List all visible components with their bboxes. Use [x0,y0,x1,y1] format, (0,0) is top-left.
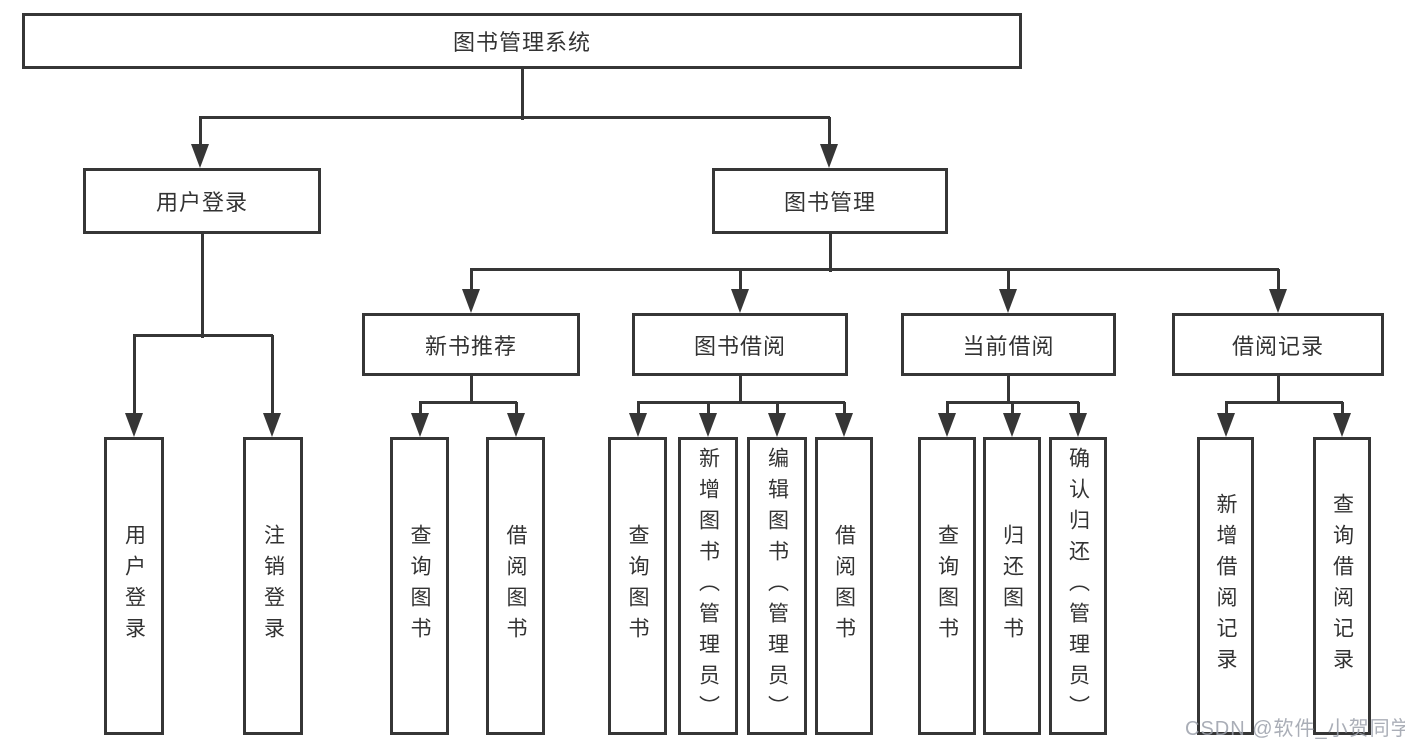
connector-line [706,402,710,420]
arrowhead-down [1217,413,1235,437]
node-label: 图书借阅 [693,333,786,359]
leaf-label: 查询借阅记录 [1330,493,1354,679]
leaf-query-borrow-record: 查询借阅记录 [1313,437,1371,735]
arrowhead-down [191,144,209,168]
connector-line [637,400,845,404]
arrowhead-down [125,413,143,437]
connector-line [270,335,274,420]
leaf-add-books-admin: 新增图书（管理员） [678,437,738,735]
arrowhead-down [938,413,956,437]
connector-line [775,402,779,420]
csdn-watermark: CSDN @软件_小贺同学 [1185,718,1405,740]
connector-line [828,233,832,272]
connector-line [945,402,949,420]
node-label: 当前借阅 [962,333,1055,359]
leaf-label: 归还图书 [1000,524,1024,648]
arrowhead-down [1003,413,1021,437]
leaf-label: 注销登录 [261,524,285,648]
leaf-label: 用户登录 [122,524,146,648]
node-new-book-recommend: 新书推荐 [362,313,580,376]
leaf-label: 编辑图书（管理员） [765,446,789,726]
arrowhead-down [629,413,647,437]
connector-line [470,267,1279,271]
connector-line [842,402,846,420]
connector-line [1224,402,1228,420]
node-current-borrowing: 当前借阅 [901,313,1116,376]
arrowhead-down [263,413,281,437]
connector-line [469,375,473,404]
connector-line [132,335,136,420]
node-label: 借阅记录 [1231,333,1324,359]
connector-line [520,69,524,120]
connector-line [514,402,518,420]
arrowhead-down [699,413,717,437]
connector-line [738,375,742,404]
connector-line [198,117,202,150]
node-label: 图书管理系统 [452,30,591,55]
connector-line [419,400,517,404]
node-book-management: 图书管理 [712,168,948,234]
node-library-management-system: 图书管理系统 [22,13,1022,69]
node-user-login: 用户登录 [83,168,321,234]
leaf-query-books-recommend: 查询图书 [390,437,449,735]
connector-line [1006,375,1010,404]
node-label: 新书推荐 [424,333,517,359]
connector-line [636,402,640,420]
arrowhead-down [1069,413,1087,437]
leaf-query-books-borrowing: 查询图书 [608,437,667,735]
leaf-user-login: 用户登录 [104,437,164,735]
leaf-label: 查询图书 [626,524,649,648]
connector-line [133,333,273,337]
connector-line [1340,402,1344,420]
connector-line [1225,400,1343,404]
leaf-borrow-books-recommend: 借阅图书 [486,437,545,735]
connector-line [1276,375,1280,404]
leaf-label: 借阅图书 [504,524,527,648]
arrowhead-down [1269,289,1287,313]
leaf-logout: 注销登录 [243,437,303,735]
leaf-label: 查询图书 [408,524,431,648]
leaf-label: 新增借阅记录 [1214,493,1237,679]
connector-line [418,402,422,420]
leaf-label: 借阅图书 [832,524,856,648]
connector-line [200,233,204,338]
leaf-query-books-current: 查询图书 [918,437,976,735]
leaf-edit-books-admin: 编辑图书（管理员） [747,437,807,735]
arrowhead-down [768,413,786,437]
arrowhead-down [507,413,525,437]
connector-line [1276,269,1280,295]
arrowhead-down [411,413,429,437]
node-borrowing-records: 借阅记录 [1172,313,1384,376]
connector-line [827,117,831,150]
connector-line [946,400,1079,404]
connector-line [1076,402,1080,420]
leaf-label: 新增图书（管理员） [696,446,720,726]
node-label: 图书管理 [783,190,876,215]
leaf-return-books: 归还图书 [983,437,1041,735]
leaf-label: 查询图书 [935,524,959,648]
connector-line [1006,269,1010,295]
node-label: 用户登录 [155,190,248,215]
arrowhead-down [820,144,838,168]
arrowhead-down [731,289,749,313]
connector-line [738,269,742,295]
node-book-borrowing: 图书借阅 [632,313,848,376]
arrowhead-down [835,413,853,437]
arrowhead-down [999,289,1017,313]
leaf-add-borrow-record: 新增借阅记录 [1197,437,1254,735]
leaf-label: 确认归还（管理员） [1066,446,1090,726]
connector-line [199,115,830,119]
arrowhead-down [462,289,480,313]
arrowhead-down [1333,413,1351,437]
connector-line [469,269,473,295]
leaf-confirm-return-admin: 确认归还（管理员） [1049,437,1107,735]
leaf-borrow-books-borrowing: 借阅图书 [815,437,873,735]
connector-line [1010,402,1014,420]
